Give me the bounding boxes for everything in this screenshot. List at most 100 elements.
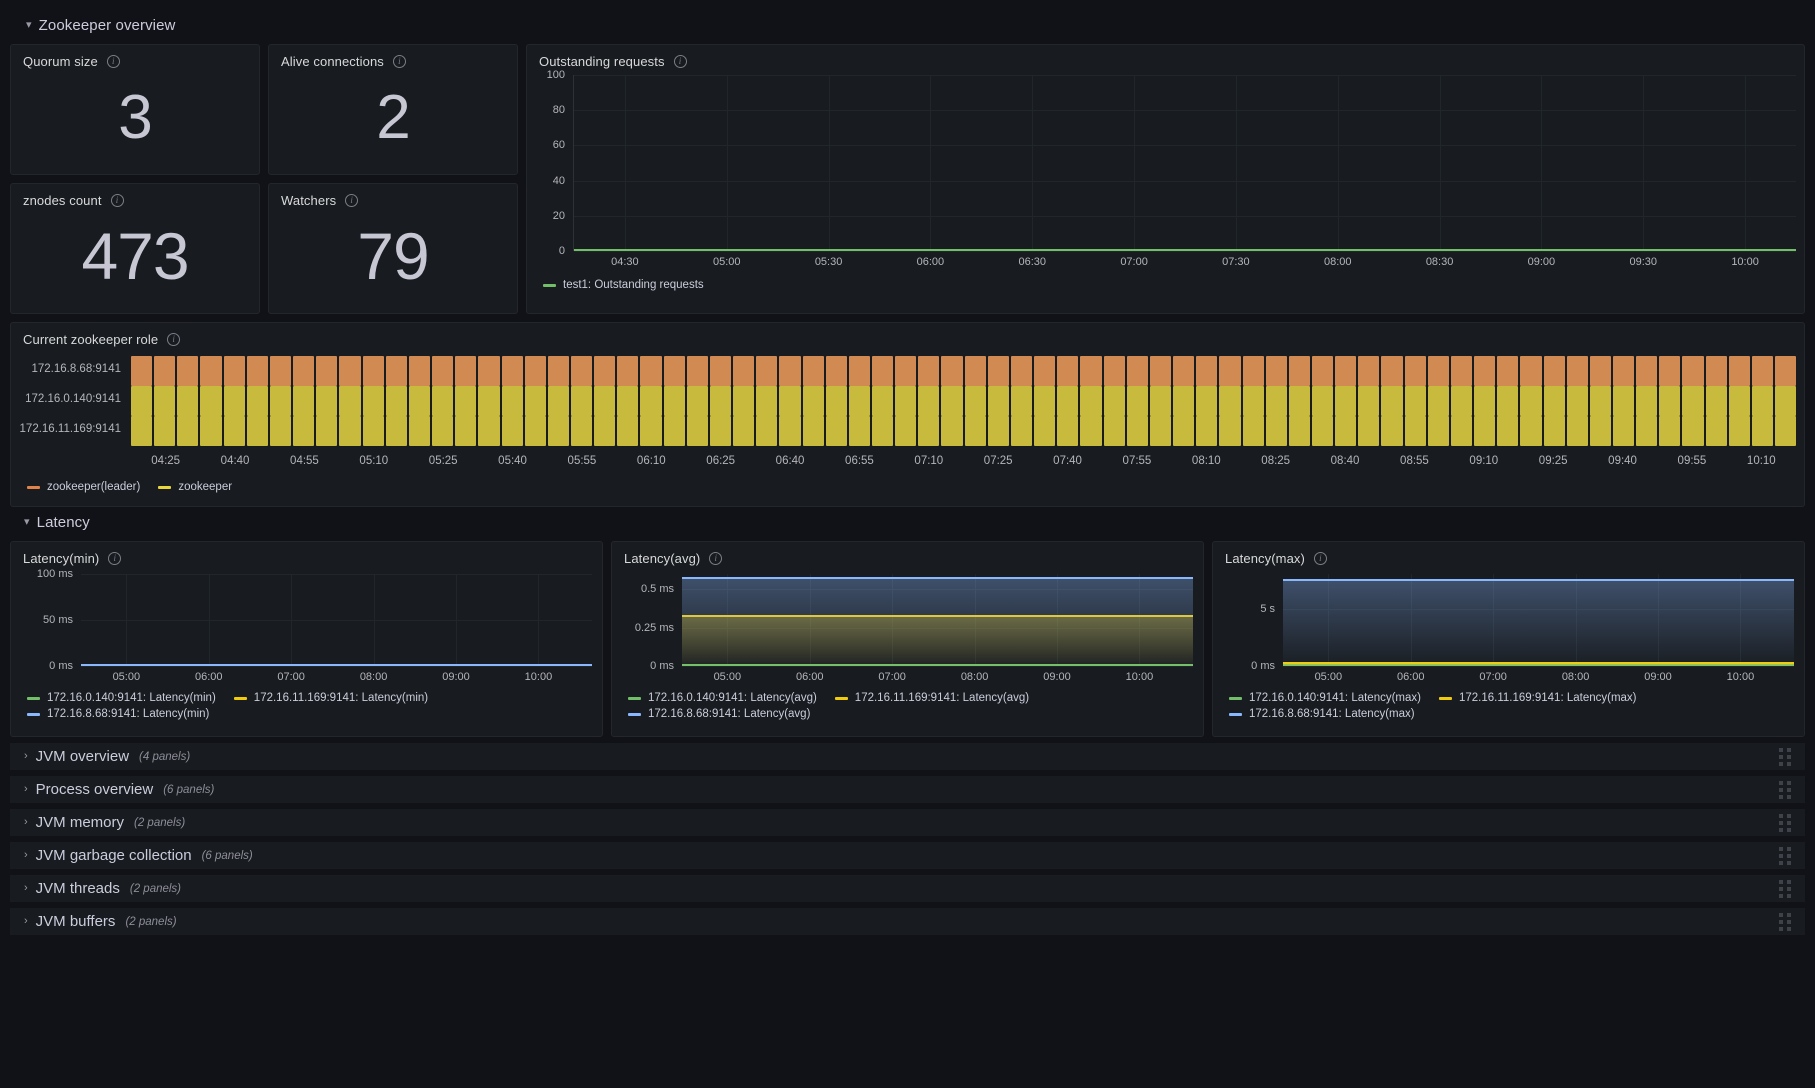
- info-icon[interactable]: i: [110, 194, 124, 207]
- timeline-cell[interactable]: [1404, 356, 1426, 386]
- timeline-cell[interactable]: [1196, 386, 1218, 416]
- drag-handle-icon[interactable]: [1779, 813, 1791, 832]
- legend-item[interactable]: 172.16.8.68:9141: Latency(avg): [628, 708, 810, 720]
- timeline-cell[interactable]: [293, 356, 315, 386]
- timeline-cell[interactable]: [1566, 386, 1588, 416]
- timeline-cell[interactable]: [223, 356, 245, 386]
- timeline-cell[interactable]: [524, 386, 546, 416]
- timeline-cell[interactable]: [177, 416, 199, 446]
- timeline-cell[interactable]: [964, 416, 986, 446]
- timeline-cell[interactable]: [1474, 356, 1496, 386]
- timeline-cell[interactable]: [1080, 386, 1102, 416]
- timeline-cell[interactable]: [1381, 356, 1403, 386]
- timeline-cell[interactable]: [223, 386, 245, 416]
- timeline-cell[interactable]: [1242, 416, 1264, 446]
- timeline-cell[interactable]: [1288, 356, 1310, 386]
- timeline-cell[interactable]: [1196, 356, 1218, 386]
- timeline-cell[interactable]: [1381, 386, 1403, 416]
- timeline-cell[interactable]: [941, 416, 963, 446]
- timeline-cell[interactable]: [1682, 416, 1704, 446]
- timeline-cell[interactable]: [316, 356, 338, 386]
- timeline-cell[interactable]: [686, 416, 708, 446]
- timeline-cell[interactable]: [362, 416, 384, 446]
- timeline-cell[interactable]: [895, 386, 917, 416]
- timeline-cell[interactable]: [802, 416, 824, 446]
- timeline-cell[interactable]: [1705, 416, 1727, 446]
- timeline-cell[interactable]: [663, 386, 685, 416]
- info-icon[interactable]: i: [673, 55, 687, 68]
- timeline-cell[interactable]: [640, 356, 662, 386]
- timeline-cell[interactable]: [362, 356, 384, 386]
- timeline-cell[interactable]: [1775, 416, 1797, 446]
- timeline-cell[interactable]: [1149, 356, 1172, 386]
- timeline-cell[interactable]: [848, 386, 870, 416]
- timeline-cell[interactable]: [131, 356, 153, 386]
- timeline-cell[interactable]: [1751, 386, 1774, 416]
- timeline-cell[interactable]: [1474, 416, 1496, 446]
- timeline-cell[interactable]: [1010, 416, 1033, 446]
- timeline-cell[interactable]: [1196, 416, 1218, 446]
- timeline-cell[interactable]: [269, 386, 292, 416]
- timeline-cell[interactable]: [200, 356, 222, 386]
- timeline-cell[interactable]: [1543, 416, 1565, 446]
- timeline-cell[interactable]: [756, 416, 778, 446]
- timeline-cell[interactable]: [825, 386, 847, 416]
- timeline-cell[interactable]: [1265, 356, 1287, 386]
- timeline-cell[interactable]: [1613, 416, 1635, 446]
- timeline-cell[interactable]: [385, 386, 407, 416]
- timeline-cell[interactable]: [1520, 416, 1542, 446]
- timeline-cell[interactable]: [547, 386, 569, 416]
- timeline-cell[interactable]: [1010, 386, 1033, 416]
- timeline-cell[interactable]: [1126, 386, 1148, 416]
- timeline-cell[interactable]: [455, 356, 477, 386]
- timeline-cell[interactable]: [1034, 356, 1056, 386]
- collapsed-row-jvm-garbage-collection[interactable]: ›JVM garbage collection(6 panels): [10, 842, 1805, 869]
- timeline-cell[interactable]: [1242, 356, 1264, 386]
- timeline-cell[interactable]: [524, 356, 546, 386]
- timeline-cell[interactable]: [1173, 416, 1195, 446]
- drag-handle-icon[interactable]: [1779, 912, 1791, 931]
- info-icon[interactable]: i: [709, 552, 723, 565]
- timeline-cell[interactable]: [663, 356, 685, 386]
- timeline-cell[interactable]: [1751, 416, 1774, 446]
- timeline-cell[interactable]: [733, 416, 755, 446]
- timeline-cell[interactable]: [547, 416, 569, 446]
- timeline-cell[interactable]: [918, 356, 940, 386]
- legend-item[interactable]: 172.16.8.68:9141: Latency(max): [1229, 708, 1415, 720]
- timeline-cell[interactable]: [293, 416, 315, 446]
- timeline-cell[interactable]: [1126, 416, 1148, 446]
- timeline-cell[interactable]: [200, 416, 222, 446]
- timeline-cell[interactable]: [1265, 386, 1287, 416]
- timeline-cell[interactable]: [1311, 416, 1334, 446]
- timeline-cell[interactable]: [1775, 356, 1797, 386]
- info-icon[interactable]: i: [345, 194, 359, 207]
- timeline-cell[interactable]: [1636, 416, 1658, 446]
- timeline-cell[interactable]: [131, 416, 153, 446]
- drag-handle-icon[interactable]: [1779, 879, 1791, 898]
- legend-item[interactable]: 172.16.11.169:9141: Latency(max): [1438, 692, 1637, 704]
- timeline-cell[interactable]: [1450, 416, 1473, 446]
- timeline-cell[interactable]: [1636, 386, 1658, 416]
- timeline-cell[interactable]: [339, 356, 361, 386]
- timeline-cell[interactable]: [1659, 386, 1681, 416]
- timeline-cell[interactable]: [362, 386, 384, 416]
- timeline-cell[interactable]: [686, 386, 708, 416]
- timeline-cell[interactable]: [1613, 386, 1635, 416]
- timeline-cell[interactable]: [1613, 356, 1635, 386]
- timeline-cell[interactable]: [964, 356, 986, 386]
- timeline-cell[interactable]: [246, 416, 268, 446]
- row-header-latency[interactable]: ▾ Latency: [10, 507, 1805, 537]
- timeline-cell[interactable]: [756, 386, 778, 416]
- collapsed-row-jvm-memory[interactable]: ›JVM memory(2 panels): [10, 809, 1805, 836]
- timeline-cell[interactable]: [617, 356, 639, 386]
- timeline-cell[interactable]: [1566, 416, 1588, 446]
- timeline-cell[interactable]: [987, 386, 1009, 416]
- timeline-cell[interactable]: [1103, 416, 1125, 446]
- timeline-cell[interactable]: [1728, 356, 1750, 386]
- timeline-row[interactable]: [131, 356, 1797, 386]
- timeline-cell[interactable]: [570, 416, 593, 446]
- timeline-cell[interactable]: [941, 356, 963, 386]
- timeline-cell[interactable]: [594, 386, 616, 416]
- timeline-cell[interactable]: [501, 356, 523, 386]
- timeline-cell[interactable]: [1057, 356, 1079, 386]
